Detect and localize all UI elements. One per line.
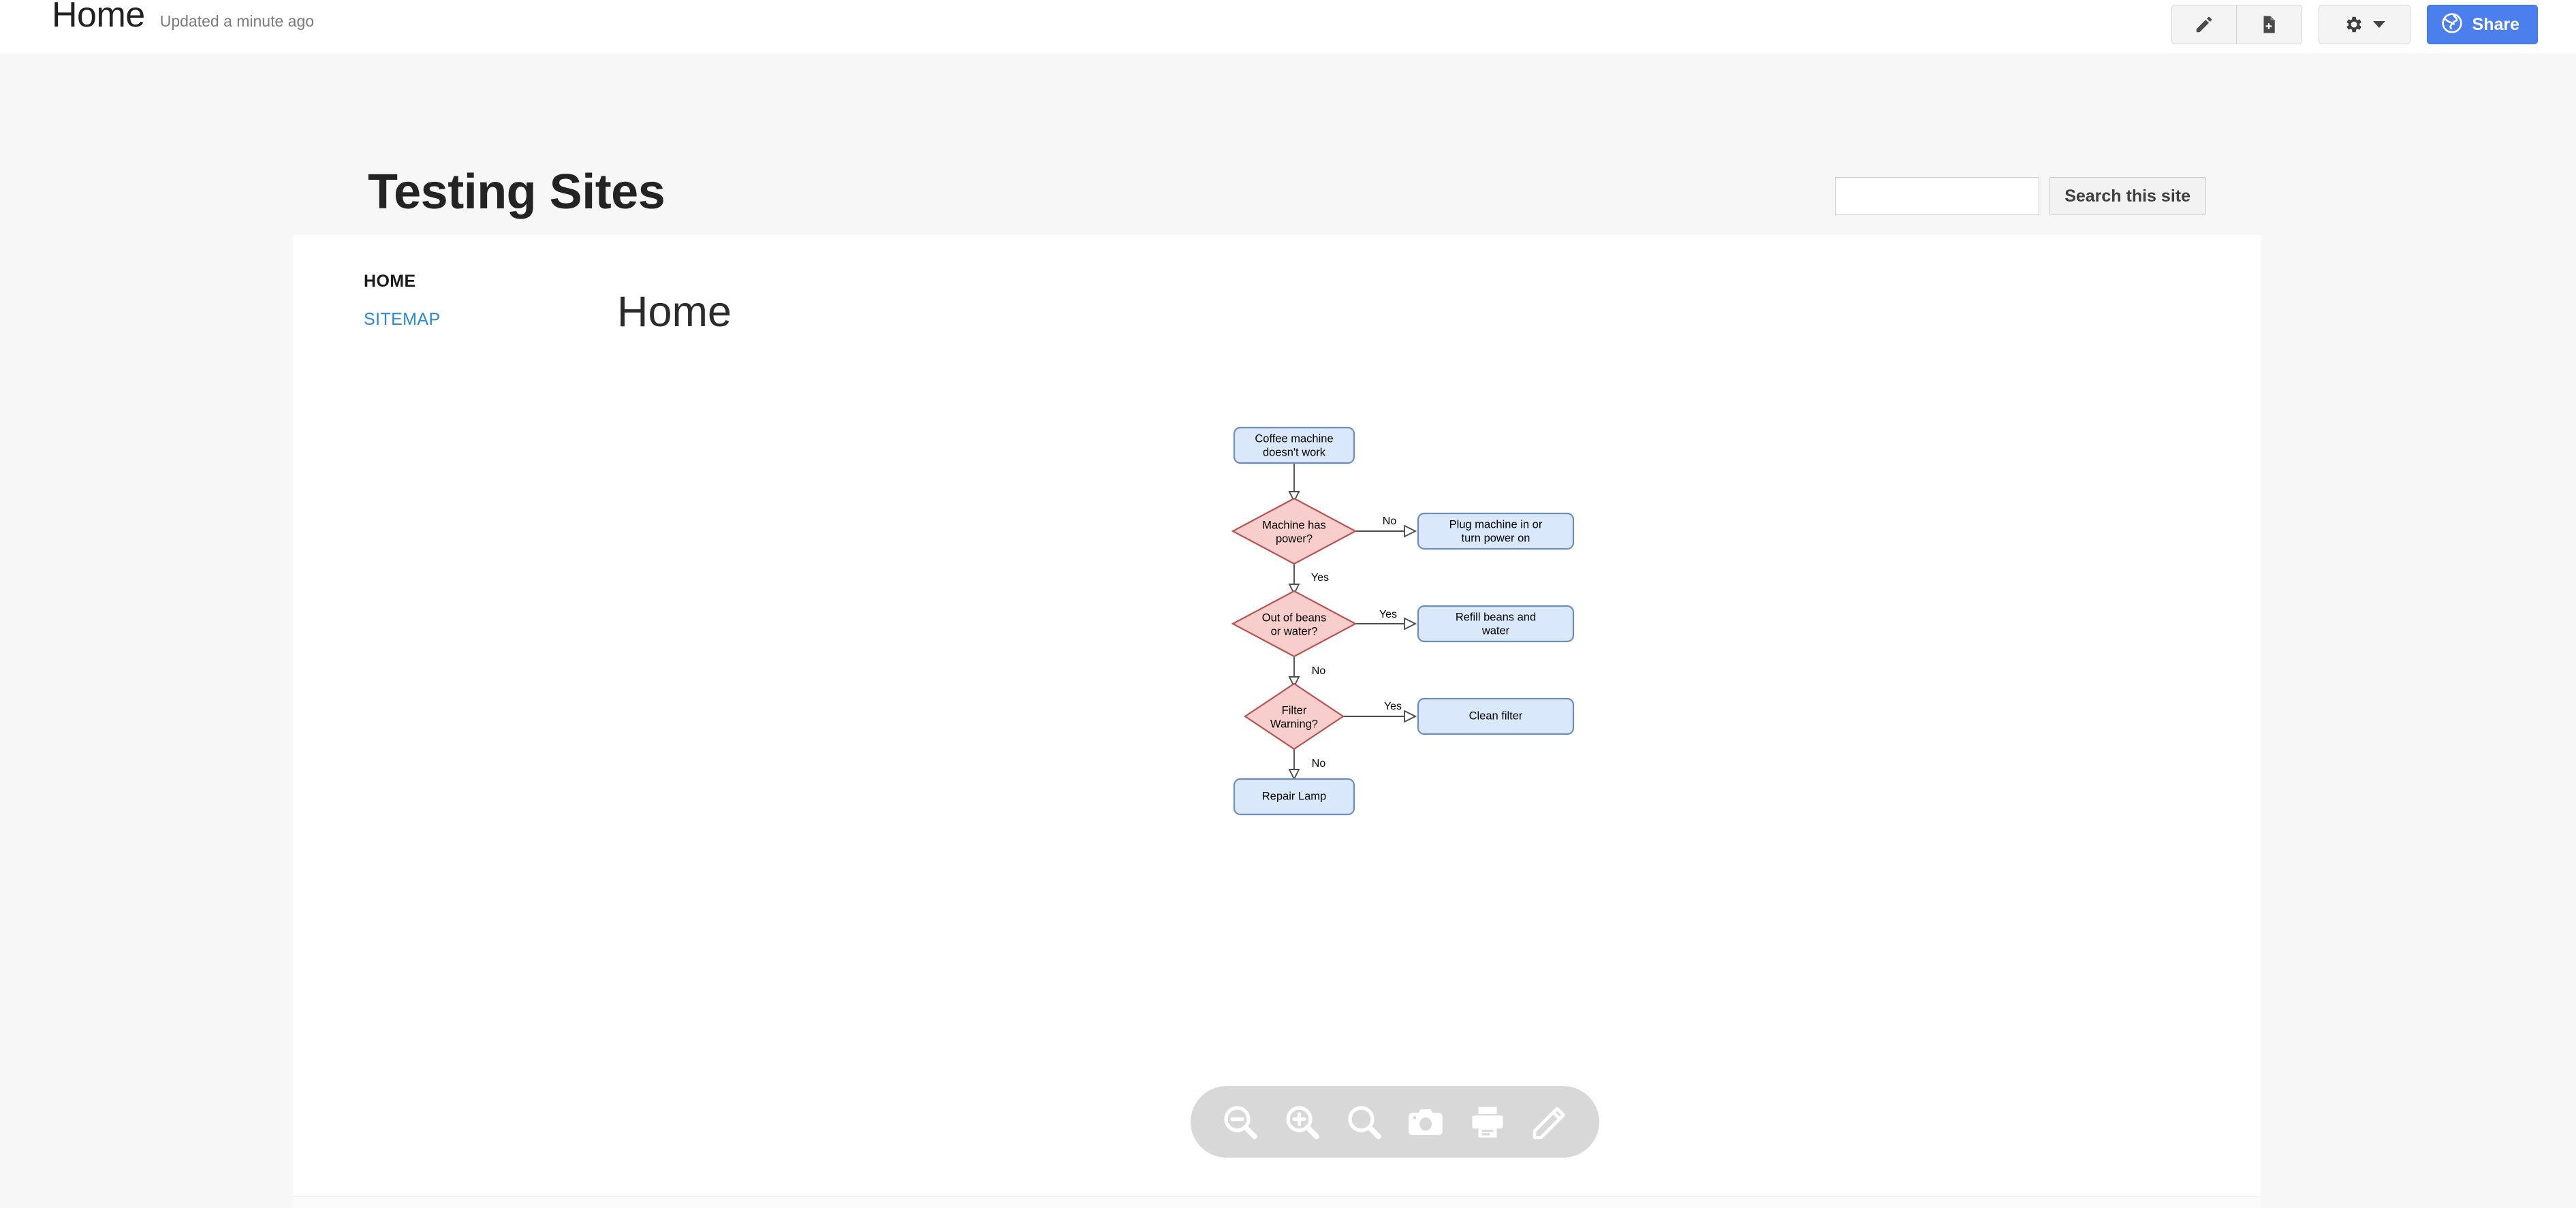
svg-text:Out of beans: Out of beans (1262, 611, 1326, 624)
app-updated-status: Updated a minute ago (159, 12, 315, 30)
page-title: Home (617, 288, 732, 336)
flowchart-diagram[interactable]: Coffee machine doesn't work Machine has … (1158, 409, 1635, 1171)
zoom-out-icon (1220, 1102, 1261, 1143)
app-title-group: Home Updated a minute ago (52, 0, 314, 35)
sidebar-item-home[interactable]: HOME (364, 272, 416, 291)
svg-text:Filter: Filter (1282, 704, 1307, 716)
share-button-label: Share (2472, 14, 2519, 34)
fit-page-icon (1344, 1102, 1385, 1143)
site-title: Testing Sites (368, 165, 665, 219)
edge-label-power-no: No (1383, 515, 1397, 527)
edge-label-beans-yes: Yes (1379, 609, 1397, 620)
share-button[interactable]: Share (2426, 5, 2538, 44)
edit-pencil-icon (1529, 1102, 1570, 1143)
caret-down-icon (2373, 21, 2386, 28)
print-button[interactable] (1462, 1096, 1513, 1148)
svg-text:water: water (1481, 624, 1510, 637)
edge-label-power-yes: Yes (1311, 572, 1329, 584)
flow-node-refill-beans-and-water[interactable]: Refill beans and water (1417, 605, 1575, 643)
flow-node-repair-lamp[interactable]: Repair Lamp (1233, 778, 1355, 816)
zoom-in-button[interactable] (1276, 1096, 1328, 1148)
edge-beans-to-refill (1355, 617, 1417, 631)
edge-filter-to-clean (1343, 710, 1417, 723)
flow-node-clean-filter[interactable]: Clean filter (1417, 697, 1575, 735)
pencil-icon (2194, 14, 2214, 35)
svg-text:Clean filter: Clean filter (1469, 710, 1523, 722)
sidebar-item-sitemap[interactable]: SITEMAP (364, 310, 441, 329)
camera-icon (1405, 1102, 1446, 1143)
zoom-out-button[interactable] (1214, 1096, 1266, 1148)
app-bar: Home Updated a minute ago (0, 0, 2576, 53)
svg-text:Warning?: Warning? (1270, 718, 1318, 730)
svg-text:Refill beans and: Refill beans and (1456, 611, 1536, 623)
print-icon (1467, 1102, 1508, 1143)
app-bar-actions: Share (2171, 5, 2538, 44)
panel-footer-divider (293, 1196, 2261, 1208)
svg-text:Machine has: Machine has (1262, 519, 1326, 531)
svg-text:power?: power? (1276, 533, 1313, 545)
flow-node-machine-has-power[interactable]: Machine has power? (1231, 497, 1357, 565)
globe-icon (2441, 12, 2463, 37)
edge-beans-to-filter (1288, 656, 1300, 688)
svg-text:Repair Lamp: Repair Lamp (1262, 790, 1326, 802)
edit-diagram-button[interactable] (1524, 1096, 1575, 1148)
edit-page-button[interactable] (2171, 5, 2237, 44)
svg-text:Plug machine in or: Plug machine in or (1449, 518, 1543, 530)
new-page-button[interactable] (2236, 5, 2302, 44)
flow-node-out-of-beans-or-water[interactable]: Out of beans or water? (1231, 590, 1357, 658)
flow-node-filter-warning[interactable]: Filter Warning? (1244, 682, 1345, 750)
search-this-site-button[interactable]: Search this site (2049, 177, 2206, 215)
site-header: Testing Sites Search this site (0, 53, 2576, 235)
screenshot-button[interactable] (1400, 1096, 1451, 1148)
gear-icon (2343, 14, 2363, 35)
edge-power-to-plug (1355, 524, 1417, 538)
edge-label-filter-yes: Yes (1384, 701, 1402, 712)
diagram-toolbar (1191, 1086, 1599, 1158)
search-input[interactable] (1835, 177, 2040, 215)
edge-filter-to-repair (1288, 749, 1300, 781)
fit-page-button[interactable] (1338, 1096, 1390, 1148)
app-title: Home (52, 0, 145, 35)
sidebar-nav: HOME SITEMAP (364, 272, 588, 348)
flow-node-plug-machine-in[interactable]: Plug machine in or turn power on (1417, 512, 1575, 550)
svg-text:turn power on: turn power on (1462, 532, 1530, 544)
zoom-in-icon (1282, 1102, 1323, 1143)
edge-start-to-power (1288, 463, 1300, 503)
edge-label-beans-no: No (1312, 665, 1326, 677)
edit-button-group (2171, 5, 2302, 44)
edge-power-to-beans (1288, 564, 1300, 596)
edge-label-filter-no: No (1312, 758, 1326, 769)
settings-menu-button[interactable] (2318, 5, 2410, 44)
svg-text:or water?: or water? (1271, 625, 1318, 637)
svg-text:doesn't work: doesn't work (1263, 446, 1326, 458)
svg-text:Coffee machine: Coffee machine (1255, 432, 1333, 445)
page-add-icon (2259, 14, 2279, 35)
site-search: Search this site (1835, 177, 2206, 215)
flow-node-start[interactable]: Coffee machine doesn't work (1233, 426, 1355, 464)
